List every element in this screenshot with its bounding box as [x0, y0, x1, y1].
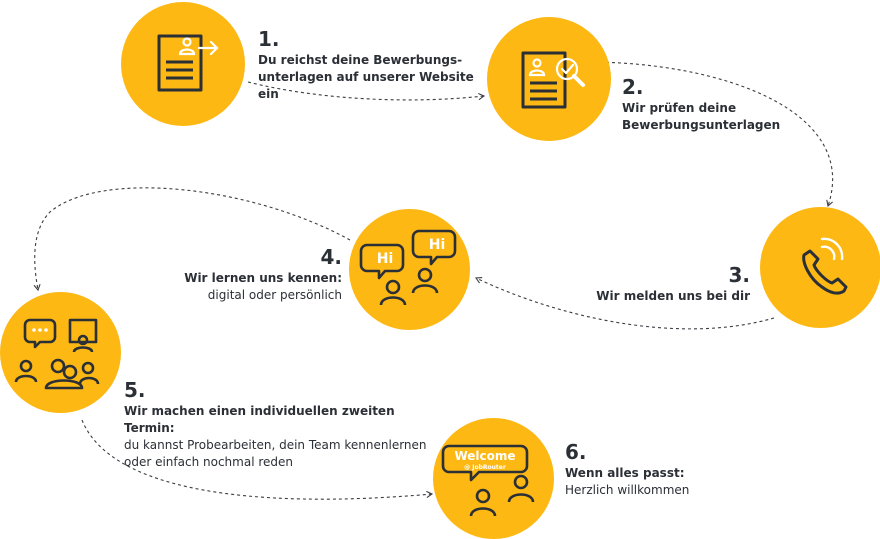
step-6-number: 6.	[565, 440, 587, 464]
step-2-circle	[487, 17, 611, 141]
step-5-circle	[0, 292, 121, 413]
document-search-icon	[521, 51, 585, 109]
welcome-icon: Welcome @ JobRouter	[441, 444, 535, 517]
connector-4-to-5	[33, 187, 351, 292]
connector-2-to-3	[587, 61, 834, 208]
step-6-sub-line-1: Herzlich willkommen	[565, 483, 690, 497]
step-3-circle	[760, 207, 880, 328]
step-4-number: 4.	[320, 245, 342, 269]
step-1-title-line-2: unterlagen auf unserer Website ein	[258, 70, 474, 101]
connector-5-to-6	[81, 419, 434, 500]
step-1-text: 1. Du reichst deine Bewerbungs- unterlag…	[258, 28, 488, 103]
phone-icon	[802, 237, 848, 295]
step-5-number: 5.	[124, 378, 146, 402]
step-5-sub-line-2: oder einfach nochmal reden	[124, 455, 294, 469]
step-3-number: 3.	[728, 263, 750, 287]
team-meeting-icon	[14, 318, 100, 390]
step-3-text: 3. Wir melden uns bei dir	[560, 264, 750, 305]
step-2-title-line-2: Bewerbungsunterlagen	[622, 118, 781, 132]
step-1-circle	[121, 2, 245, 126]
step-6-title-line-1: Wenn alles passt:	[565, 466, 685, 480]
step-4-title-line-1: Wir lernen uns kennen:	[184, 271, 342, 285]
step-5-text: 5. Wir machen einen individuellen zweite…	[124, 379, 444, 471]
step-4-sub-line-1: digital oder persönlich	[207, 288, 342, 302]
step-5-title-line-1: Wir machen einen individuellen zweiten T…	[124, 404, 395, 435]
step-1-title-line-1: Du reichst deine Bewerbungs-	[258, 53, 463, 67]
chat-hi-icon: Hi Hi	[359, 229, 457, 306]
step-2-text: 2. Wir prüfen deine Bewerbungsunterlagen	[622, 76, 822, 134]
bubble-hi-2: Hi	[429, 237, 446, 253]
welcome-sub-label: @ JobRouter	[464, 464, 506, 471]
step-1-number: 1.	[258, 27, 280, 51]
connector-3-to-4	[475, 276, 775, 330]
step-6-text: 6. Wenn alles passt: Herzlich willkommen	[565, 441, 765, 499]
bubble-hi-1: Hi	[377, 251, 394, 267]
document-send-icon	[157, 34, 219, 92]
step-4-text: 4. Wir lernen uns kennen: digital oder p…	[150, 246, 342, 304]
step-2-number: 2.	[622, 75, 644, 99]
step-3-title-line-1: Wir melden uns bei dir	[596, 289, 750, 303]
step-2-title-line-1: Wir prüfen deine	[622, 101, 737, 115]
welcome-label: Welcome	[454, 449, 515, 463]
step-5-sub-line-1: du kannst Probearbeiten, dein Team kenne…	[124, 438, 427, 452]
step-6-circle: Welcome @ JobRouter	[433, 418, 554, 539]
step-4-circle: Hi Hi	[349, 209, 470, 330]
